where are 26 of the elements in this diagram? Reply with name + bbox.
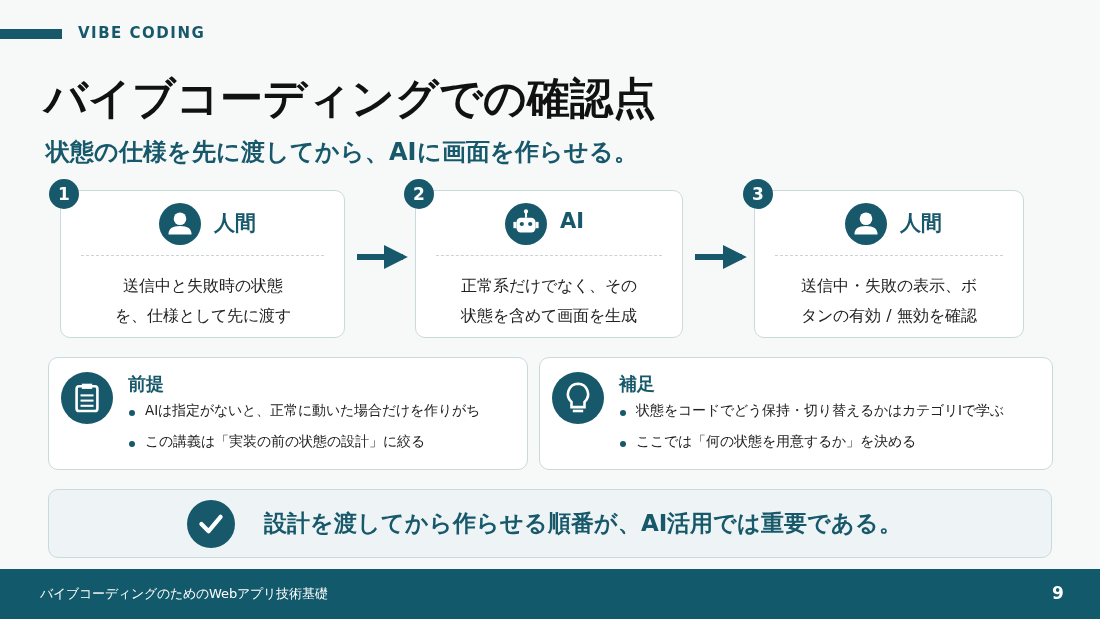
step-description: 正常系だけでなく、その状態を含めて画面を生成 [460,275,638,327]
note-heading: 前提 [128,372,164,396]
step-description: 送信中と失敗時の状態を、仕様として先に渡す [113,275,292,327]
arrow [357,245,408,269]
bullet-text: 状態をコードでどう保持・切り替えるかはカテゴリIで学ぶ [636,402,1004,420]
summary-banner [48,489,1052,558]
section-label: VIBE CODING [78,24,206,42]
note-card [539,357,1053,470]
bullet-text: この講義は「実装の前の状態の設計」に絞る [145,433,425,451]
page-number: 9 [1052,583,1064,603]
step-description: 送信中・失敗の表示、ボタンの有効 / 無効を確認 [800,275,978,327]
subtitle: 状態の仕様を先に渡してから、AIに画面を作らせる。 [46,137,638,168]
arrow [695,245,747,269]
step-number: 3 [743,179,773,209]
bullet-text: ここでは「何の状態を用意するか」を決める [636,433,916,451]
step-heading: 人間 [213,210,256,237]
note-heading: 補足 [619,372,655,396]
step-heading: AI [560,209,585,233]
summary-text: 設計を渡してから作らせる順番が、AI活用では重要である。 [264,509,903,538]
bullet-text: AIは指定がないと、正常に動いた場合だけを作りがち [145,402,481,420]
step-heading: 人間 [900,210,942,237]
title: バイブコーディングでの確認点 [44,72,656,125]
step-number: 2 [404,179,434,209]
step-number: 1 [49,179,79,209]
note-card [48,357,528,470]
footer-text: バイブコーディングのためのWebアプリ技術基礎 [40,585,329,603]
